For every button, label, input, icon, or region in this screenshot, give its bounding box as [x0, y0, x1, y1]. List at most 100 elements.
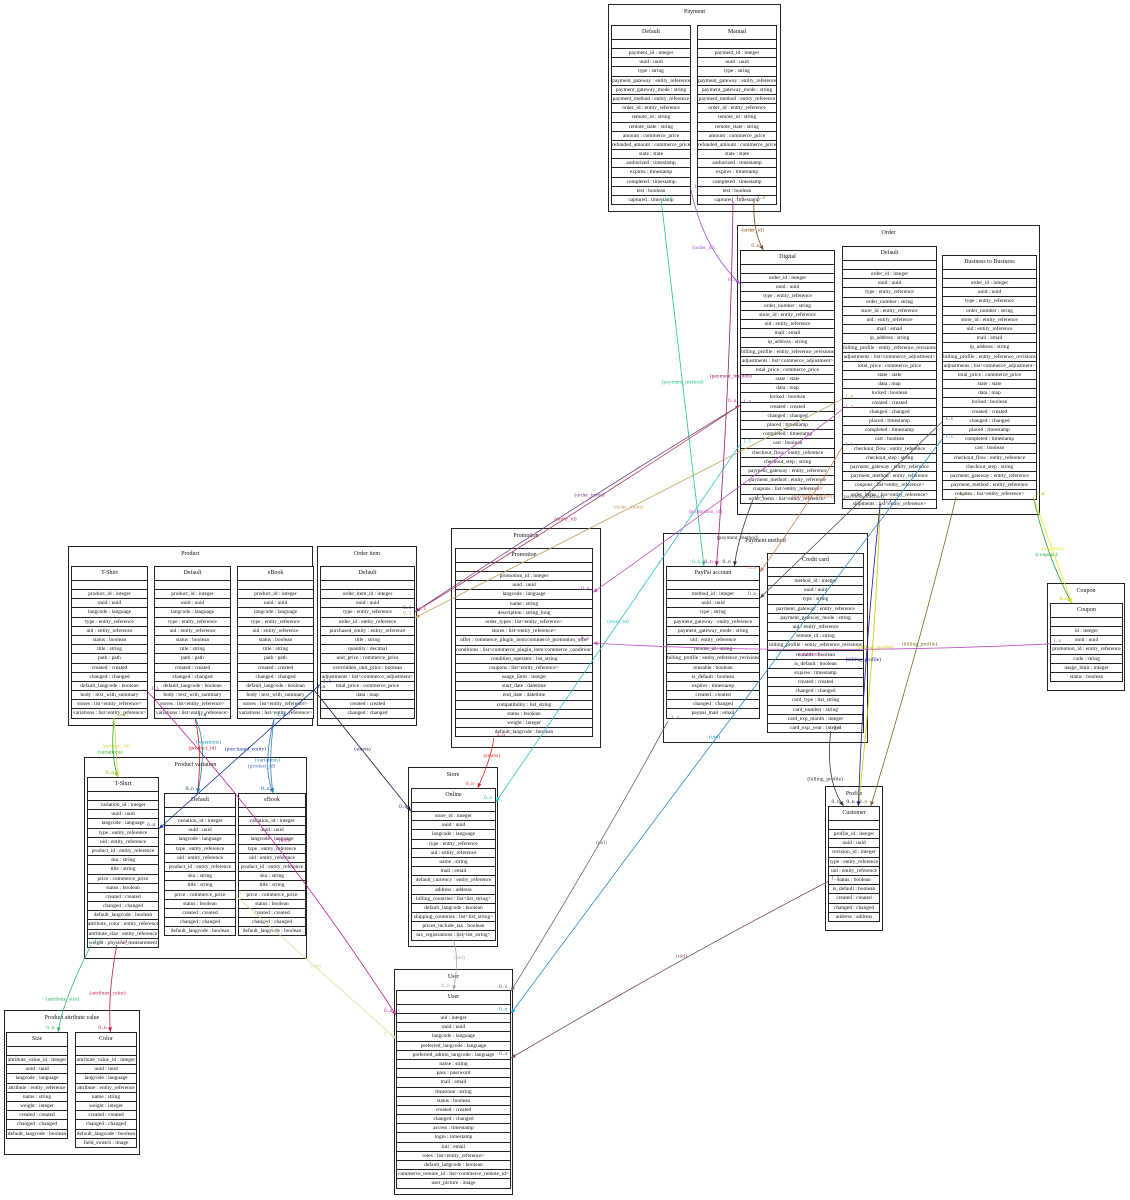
edge-label: (variations)	[196, 739, 222, 746]
entity-field: created : created	[768, 678, 863, 688]
entity-field: sku : string	[239, 872, 305, 882]
edge-label: (order_id)	[692, 244, 714, 251]
entity-field: variations : list<entity_reference>	[155, 710, 230, 717]
entity-field: data : map	[943, 389, 1036, 399]
entity-field: adjustments : list<commerce_adjustment>	[843, 353, 936, 362]
entity-field: placed : timestamp	[843, 417, 936, 427]
entity-field: created : created	[165, 909, 235, 919]
entity-field: order_id : integer	[843, 270, 936, 280]
entity-field: state : state	[943, 380, 1036, 390]
entity-divider	[829, 821, 879, 830]
entity-field: field_swatch : image	[83, 1139, 129, 1146]
entity-field: uid : entity_reference	[238, 627, 313, 636]
entity-field: uuid : uuid	[72, 599, 147, 609]
entity-field: tax_registrations : list<list_string>	[416, 932, 491, 939]
entity-field: order_item_id : integer	[321, 590, 414, 600]
entity-name: T-Shirt	[72, 567, 147, 581]
edge-label: (attribute_color)	[90, 990, 126, 997]
edge-label: (coupons)	[1041, 545, 1063, 552]
entity-field: authorized : timestamp	[612, 159, 690, 169]
entity-field: product_id : entity_reference	[165, 863, 235, 873]
entity-field: default_langcode : boolean	[412, 904, 495, 914]
cluster-title: Promotion	[513, 533, 539, 539]
entity-field: weight : integer	[456, 719, 592, 729]
entity-field: uid : entity_reference	[843, 316, 936, 326]
entity-field: card_type : list_string	[768, 696, 863, 706]
entity-field: body : text_with_summary	[155, 691, 230, 701]
entity-field: changed : changed	[397, 1115, 510, 1125]
entity-field: refunded_amount : commerce_price	[698, 141, 776, 151]
entity-field: default_langcode : boolean	[7, 1130, 67, 1137]
entity-field: langcode : language	[238, 608, 313, 618]
entity-field: type : entity_reference	[165, 845, 235, 854]
entity-field: store_id : entity_reference	[843, 307, 936, 316]
entity-field: type : entity_reference	[412, 840, 495, 849]
entity-field: paypal_mail : email	[691, 710, 735, 717]
entity-field: uuid : uuid	[1051, 636, 1122, 646]
entity-field: usage_limit : integer	[456, 673, 592, 683]
entity-field: completed : timestamp	[843, 426, 936, 436]
entity-field: remote_state : string	[698, 123, 776, 132]
cluster-title: User	[447, 974, 460, 980]
entity-field: cart : boolean	[943, 444, 1036, 454]
entity-field: weight : integer	[7, 1102, 67, 1112]
entity-field: uuid : uuid	[239, 826, 305, 836]
edge-label: (product_id)	[189, 745, 217, 752]
entity-field: expires : timestamp	[612, 168, 690, 178]
entity-field: title : string	[155, 645, 230, 655]
entity-name: T-Shirt	[88, 778, 158, 792]
entity-field: mail : email	[843, 325, 936, 335]
entity-field: completed : timestamp	[943, 435, 1036, 445]
edge-label: (stores)	[483, 752, 500, 759]
entity-name: Digital	[741, 251, 834, 265]
entity-field: order_id : integer	[943, 279, 1036, 289]
entity-field: changed : changed	[72, 673, 147, 682]
entity-field: default_langcode : boolean	[88, 911, 158, 921]
entity-field: langcode : language	[88, 819, 158, 829]
entity-field: name : string	[412, 858, 495, 868]
entity-field: uid : entity_reference	[412, 849, 495, 858]
entity-field: shipments : list<entity_reference>	[852, 500, 927, 507]
entity-field: type : entity_reference	[741, 292, 834, 302]
entity-field: uuid : uuid	[7, 1065, 67, 1075]
entity-field: attribute : entity_reference	[7, 1084, 67, 1093]
entity-field: title : string	[72, 645, 147, 655]
entity-field: order_items : list<entity_reference>	[843, 491, 936, 500]
entity-divider	[667, 581, 759, 590]
edge-label: (uid)	[311, 962, 322, 969]
entity-field: name : string	[7, 1093, 67, 1102]
cluster-title: Payment	[684, 9, 705, 15]
entity-field: coupons : list<entity_reference>	[456, 664, 592, 674]
entity-field: variation_id : integer	[239, 817, 305, 827]
entity-field: changed : changed	[943, 417, 1036, 426]
entity-field: payment_method : entity_reference	[843, 472, 936, 482]
entity-field: status : boolean	[238, 636, 313, 646]
entity-field: langcode : language	[456, 590, 592, 600]
entity-field: variation_id : integer	[165, 817, 235, 827]
entity-field: status : boolean	[456, 710, 592, 719]
entity-field: body : text_with_summary	[238, 691, 313, 701]
entity-name: User	[397, 991, 510, 1005]
entity-field: remote_id : string	[612, 113, 690, 123]
